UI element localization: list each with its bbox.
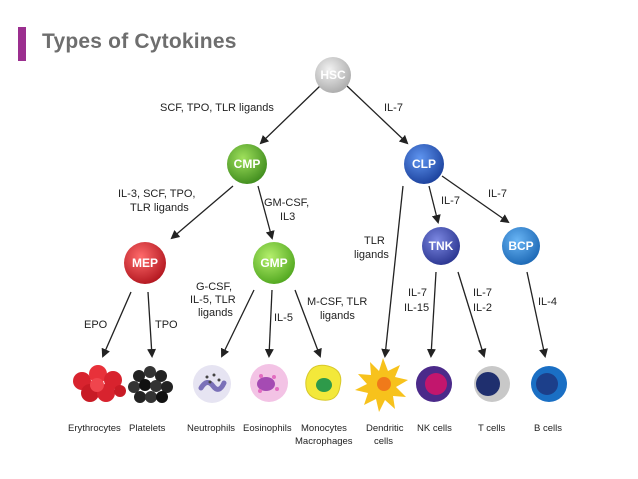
dendritic-cell-illustration	[355, 358, 408, 412]
label-mep-plt: TPO	[155, 319, 178, 331]
platelets-illustration	[128, 366, 173, 403]
arrow-gmp-mono	[294, 289, 322, 358]
page-title: Types of Cytokines	[42, 30, 237, 53]
arrow-bcp-b	[526, 271, 548, 358]
node-cmp: CMP	[227, 144, 267, 184]
label-cmp-mep-1: IL-3, SCF, TPO,	[118, 188, 195, 200]
svg-text:CLP: CLP	[412, 157, 436, 171]
arrow-mep-ery	[101, 291, 132, 358]
label-mep-ery: EPO	[84, 319, 108, 331]
label-hsc-clp: IL-7	[384, 102, 403, 114]
arrow-hsc-cmp	[259, 85, 321, 145]
eosinophil-illustration	[250, 364, 288, 402]
label-nk-cells: NK cells	[417, 423, 452, 434]
label-gmp-eos: IL-5	[274, 312, 293, 324]
label-gmp-neu-2: IL-5, TLR	[190, 294, 236, 306]
arrow-mep-plt	[147, 291, 157, 358]
node-gmp: GMP	[253, 242, 295, 284]
label-b-cells: B cells	[534, 423, 562, 434]
title-accent-bar	[18, 27, 26, 61]
label-clp-bcp: IL-7	[488, 188, 507, 200]
label-monocytes: Monocytes	[301, 423, 347, 434]
arrow-cmp-gmp	[257, 185, 275, 240]
node-clp: CLP	[404, 144, 444, 184]
arrow-clp-dc	[381, 185, 404, 358]
label-dendritic-cells: cells	[374, 436, 393, 447]
arrow-tnk-t	[457, 271, 487, 358]
label-hsc-cmp: SCF, TPO, TLR ligands	[160, 102, 274, 114]
svg-text:BCP: BCP	[508, 239, 533, 253]
label-cmp-gmp-1: GM-CSF,	[264, 197, 309, 209]
label-tnk-t-2: IL-2	[473, 302, 492, 314]
monocyte-illustration	[305, 364, 342, 401]
svg-text:HSC: HSC	[320, 68, 346, 82]
label-macrophages: Macrophages	[295, 436, 353, 447]
arrow-cmp-mep	[170, 185, 234, 240]
label-clp-dc-1: TLR	[364, 235, 385, 247]
label-gmp-neu-1: G-CSF,	[196, 281, 232, 293]
node-tnk: TNK	[422, 227, 460, 265]
arrow-hsc-clp	[346, 85, 409, 145]
arrow-clp-bcp	[441, 175, 510, 224]
node-hsc: HSC	[315, 57, 351, 93]
label-clp-tnk: IL-7	[441, 195, 460, 207]
node-bcp: BCP	[502, 227, 540, 265]
label-erythrocytes: Erythrocytes	[68, 423, 121, 434]
label-gmp-mono-1: M-CSF, TLR	[307, 296, 367, 308]
svg-text:GMP: GMP	[260, 256, 287, 270]
arrow-tnk-nk	[426, 271, 437, 358]
label-tnk-t-1: IL-7	[473, 287, 492, 299]
t-cell-illustration	[474, 366, 510, 402]
label-gmp-neu-3: ligands	[198, 307, 233, 319]
svg-text:CMP: CMP	[234, 157, 261, 171]
label-bcp-b: IL-4	[538, 296, 557, 308]
label-gmp-mono-2: ligands	[320, 310, 355, 322]
svg-text:TNK: TNK	[429, 239, 454, 253]
label-platelets: Platelets	[129, 423, 166, 434]
arrow-clp-tnk	[428, 185, 441, 224]
label-neutrophils: Neutrophils	[187, 423, 235, 434]
b-cell-illustration	[531, 366, 567, 402]
label-t-cells: T cells	[478, 423, 506, 434]
arrow-gmp-neu	[221, 289, 255, 358]
label-eosinophils: Eosinophils	[243, 423, 292, 434]
neutrophil-illustration	[193, 365, 231, 403]
arrow-gmp-eos	[264, 289, 274, 358]
label-clp-dc-2: ligands	[354, 249, 389, 261]
label-tnk-nk-1: IL-7	[408, 287, 427, 299]
label-cmp-mep-2: TLR ligands	[130, 202, 189, 214]
erythrocytes-illustration	[73, 365, 126, 402]
svg-text:MEP: MEP	[132, 256, 158, 270]
label-tnk-nk-2: IL-15	[404, 302, 429, 314]
nk-cell-illustration	[416, 366, 452, 402]
label-dendritic: Dendritic	[366, 423, 404, 434]
node-mep: MEP	[124, 242, 166, 284]
label-cmp-gmp-2: IL3	[280, 211, 295, 223]
